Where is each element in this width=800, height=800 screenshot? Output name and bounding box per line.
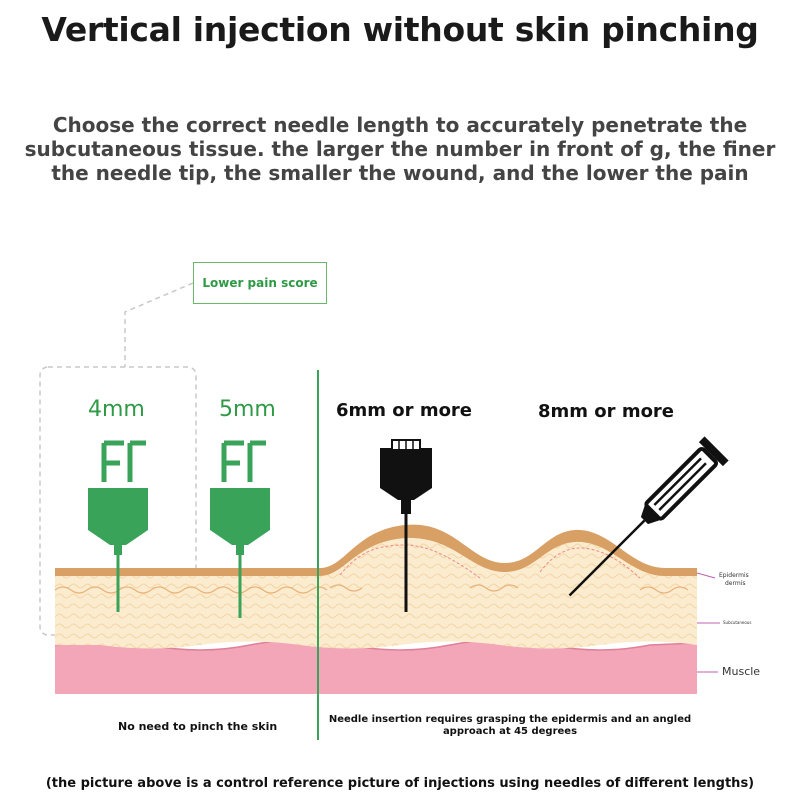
- syringe-4mm: [88, 440, 148, 612]
- needle-label-5mm: 5mm: [219, 397, 276, 422]
- subtitle-line: subcutaneous tissue. the larger the numb…: [24, 137, 776, 161]
- layer-label-subcutaneous: Subcutaneous: [723, 620, 752, 625]
- needle-label-8mm: 8mm or more: [538, 401, 675, 422]
- layer-label-epidermis: Epidermis: [719, 572, 749, 579]
- subtitle-line: the needle tip, the smaller the wound, a…: [51, 161, 749, 185]
- syringe-5mm: [210, 440, 270, 618]
- needle-label-6mm: 6mm or more: [336, 400, 473, 421]
- caption-pinch-line: approach at 45 degrees: [442, 726, 578, 737]
- pen-needle-6mm: [380, 439, 432, 612]
- footer-note: (the picture above is a control referenc…: [45, 776, 755, 791]
- syringe-8mm-angled: [568, 436, 729, 597]
- caption-no-pinch: No need to pinch the skin: [118, 720, 278, 733]
- callout-connector: [124, 282, 194, 367]
- muscle-layer: [55, 640, 697, 694]
- caption-pinch: Needle insertion requires grasping the e…: [320, 714, 700, 738]
- dermis-line: [54, 584, 689, 594]
- subtitle-line: Choose the correct needle length to accu…: [52, 113, 748, 137]
- subtitle: Choose the correct needle length to accu…: [20, 113, 780, 185]
- needle-label-4mm: 4mm: [88, 397, 145, 422]
- layer-label-muscle: Muscle: [722, 665, 761, 678]
- callout-lower-pain: Lower pain score: [193, 262, 327, 304]
- layer-label-dermis: dermis: [725, 580, 746, 587]
- page-title: Vertical injection without skin pinching: [41, 10, 759, 49]
- caption-pinch-line: Needle insertion requires grasping the e…: [328, 714, 692, 725]
- subcutaneous-layer: [55, 532, 697, 649]
